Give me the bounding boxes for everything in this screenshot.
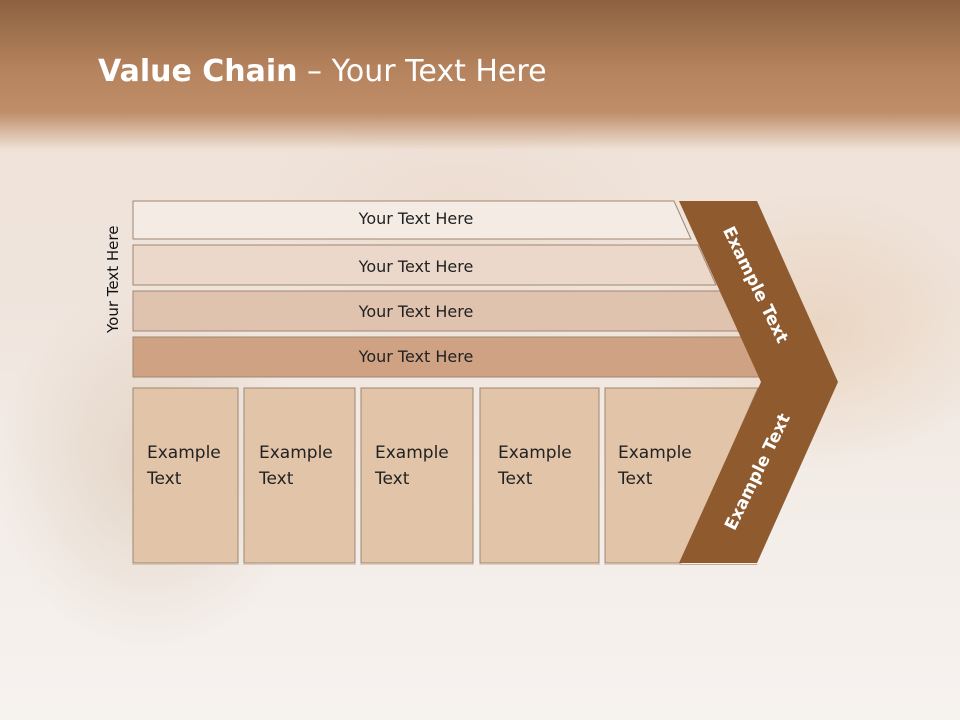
column-text-1-line1: Example bbox=[147, 443, 221, 463]
title-bar bbox=[0, 0, 960, 150]
slide-title: Value Chain – Your Text Here bbox=[98, 54, 547, 89]
column-text-5-line1: Example bbox=[618, 443, 692, 463]
column-box-4 bbox=[479, 387, 600, 564]
reflection-shapes bbox=[132, 564, 838, 565]
column-text-5-line2: Text bbox=[618, 469, 653, 489]
reflection-column-2 bbox=[243, 564, 356, 565]
reflection-column-3 bbox=[360, 564, 474, 565]
column-box-2 bbox=[243, 387, 356, 564]
row-label-1: Your Text Here bbox=[358, 209, 474, 228]
column-text-1-line2: Text bbox=[147, 469, 182, 489]
column-text-2-line1: Example bbox=[259, 443, 333, 463]
column-text-3-line2: Text bbox=[375, 469, 410, 489]
column-box-3 bbox=[360, 387, 474, 564]
row-label-2: Your Text Here bbox=[358, 257, 474, 276]
row-label-3: Your Text Here bbox=[358, 302, 474, 321]
reflection-column-1 bbox=[132, 564, 239, 565]
row-label-4: Your Text Here bbox=[358, 347, 474, 366]
reflection-arrow bbox=[679, 564, 838, 565]
column-text-4-line2: Text bbox=[498, 469, 533, 489]
chevron-arrow bbox=[679, 201, 838, 563]
column-text-4-line1: Example bbox=[498, 443, 572, 463]
reflection-column-4 bbox=[479, 564, 600, 565]
row-bar-1 bbox=[132, 200, 692, 240]
title-rest: – Your Text Here bbox=[297, 54, 547, 89]
row-bar-2 bbox=[132, 244, 717, 286]
title-bold: Value Chain bbox=[98, 54, 298, 89]
column-text-2-line2: Text bbox=[259, 469, 294, 489]
column-text-3-line1: Example bbox=[375, 443, 449, 463]
diagram-reflection bbox=[0, 564, 960, 720]
column-box-1 bbox=[132, 387, 239, 564]
